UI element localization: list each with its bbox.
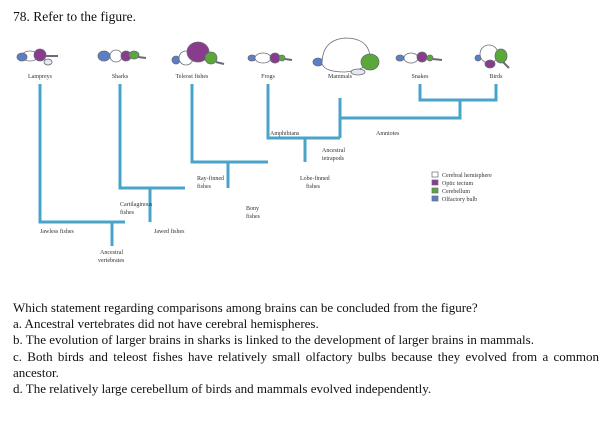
legend-swatch-cerebral-hemisphere	[431, 171, 439, 178]
mammal-brain-icon	[312, 37, 380, 76]
figure-legend	[431, 171, 439, 202]
node-label-lobe-finned: Lobe-finned	[300, 175, 330, 182]
taxon-label: Frogs	[261, 74, 275, 80]
teleost-brain-icon	[171, 41, 225, 66]
frog-brain-icon	[247, 52, 293, 64]
taxon-label: Mammals	[328, 74, 353, 80]
node-label-cartilaginous: Cartilaginous	[120, 202, 153, 208]
question-stem: Which statement regarding comparisons am…	[13, 300, 478, 315]
brain-illustrations	[16, 37, 510, 76]
node-label-bony: Bony	[246, 206, 259, 212]
node-label-jawless: Jawless fishes	[40, 228, 74, 235]
legend-swatch-olfactory-bulb	[431, 195, 439, 202]
taxon-label: Lampreys	[28, 74, 53, 80]
node-label-ray-finned: Ray-finned	[197, 175, 224, 182]
lamprey-brain-icon	[16, 48, 58, 66]
node-label-bony: fishes	[246, 213, 261, 220]
node-label-cartilaginous: fishes	[120, 209, 135, 216]
node-label-amniotes: Amniotes	[376, 131, 400, 137]
node-label-ancestral-tetrapods: tetrapods	[322, 156, 345, 162]
shark-brain-icon	[97, 49, 147, 63]
legend-label: Cerebral hemisphere	[442, 173, 492, 179]
answer-option-a[interactable]: a. Ancestral vertebrates did not have ce…	[13, 316, 319, 332]
answer-option-d[interactable]: d. The relatively large cerebellum of bi…	[13, 381, 432, 397]
snake-brain-icon	[395, 51, 443, 64]
legend-swatch-optic-tectum	[431, 179, 439, 186]
node-label-ray-finned: fishes	[197, 183, 212, 190]
node-label-ancestral-vertebrates: vertebrates	[98, 258, 125, 264]
node-label-ancestral-vertebrates: Ancestral	[100, 250, 123, 256]
node-label-ancestral-tetrapods: Ancestral	[322, 148, 345, 154]
brain-phylogeny-figure: Lampreys Sharks Teleost fishes Frogs Mam…	[16, 37, 510, 264]
answer-option-b[interactable]: b. The evolution of larger brains in sha…	[13, 332, 534, 348]
phylogeny-tree	[38, 84, 498, 246]
question-title: 78. Refer to the figure.	[13, 9, 136, 24]
node-label-amphibians: Amphibians	[270, 131, 300, 137]
legend-label: Optic tectum	[442, 181, 473, 187]
taxon-label: Teleost fishes	[176, 73, 209, 80]
legend-swatch-cerebellum	[431, 187, 439, 194]
answer-option-c[interactable]: c. Both birds and teleost fishes have re…	[13, 348, 599, 380]
taxon-label: Snakes	[412, 74, 430, 80]
legend-label: Cerebellum	[442, 189, 470, 195]
bird-brain-icon	[474, 44, 510, 69]
node-label-lobe-finned: fishes	[306, 183, 321, 190]
node-label-jawed: Jawed fishes	[154, 228, 185, 235]
question-body: Which statement regarding comparisons am…	[13, 300, 599, 397]
taxon-label: Birds	[489, 74, 503, 80]
taxon-label: Sharks	[112, 74, 129, 80]
legend-label: Olfactory bulb	[442, 196, 477, 203]
